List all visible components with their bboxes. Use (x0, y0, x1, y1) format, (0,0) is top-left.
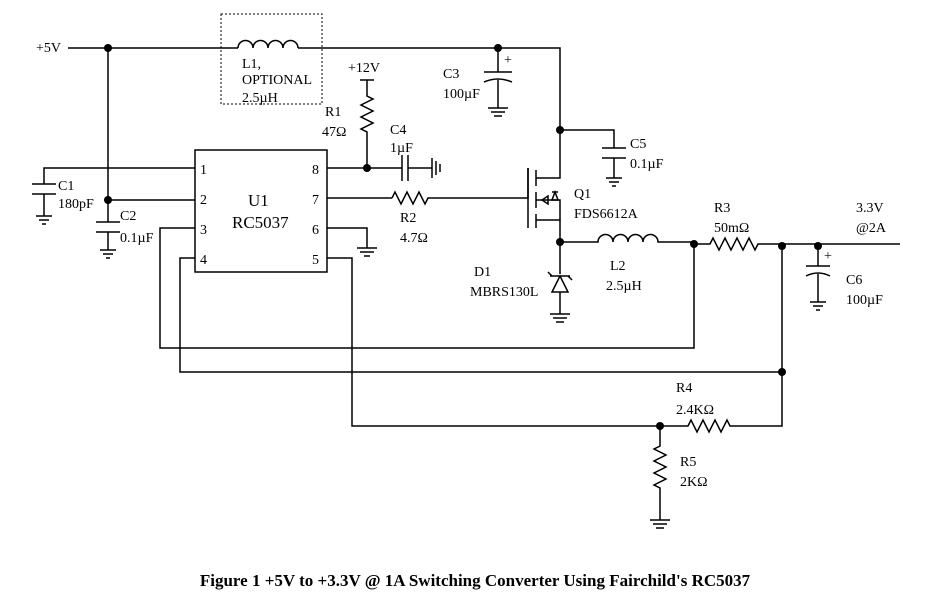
c2-name: C2 (120, 209, 136, 224)
capacitor-c5 (560, 129, 626, 187)
v12-label: +12V (348, 61, 380, 76)
resistor-r1 (359, 79, 375, 172)
iout-label: @2A (856, 221, 887, 236)
c1-value: 180pF (58, 197, 94, 212)
c6-plus: + (824, 249, 832, 264)
c6-value: 100µF (846, 293, 883, 308)
l1-note: OPTIONAL (242, 73, 312, 88)
r4-name: R4 (676, 381, 692, 396)
c1-name: C1 (58, 179, 74, 194)
c5-value: 0.1µF (630, 157, 664, 172)
u1-pin7: 7 (312, 193, 319, 208)
r3-name: R3 (714, 201, 730, 216)
r1-name: R1 (325, 105, 341, 120)
r5-value: 2KΩ (680, 475, 708, 490)
l1-value: 2.5µH (242, 91, 278, 106)
vin-rail (68, 44, 561, 200)
u1-pin4: 4 (200, 253, 207, 268)
r2-value: 4.7Ω (400, 231, 428, 246)
inductor-l1 (220, 13, 323, 105)
capacitor-c2 (96, 196, 120, 259)
inductor-l2 (560, 233, 698, 248)
r5-name: R5 (680, 455, 696, 470)
q1-part: FDS6612A (574, 207, 639, 222)
l2-name: L2 (610, 259, 626, 274)
vout-label: 3.3V (856, 201, 884, 216)
resistor-r2 (391, 190, 500, 206)
c2-value: 0.1µF (120, 231, 154, 246)
u1-pin6: 6 (312, 223, 319, 238)
u1-pin3: 3 (200, 223, 207, 238)
c3-name: C3 (443, 67, 459, 82)
capacitor-c6 (805, 246, 831, 311)
resistor-r5 (650, 426, 670, 529)
c4-name: C4 (390, 123, 406, 138)
l1-name: L1, (242, 57, 261, 72)
q1-name: Q1 (574, 187, 591, 202)
diode-d1 (547, 242, 573, 323)
u1-name: U1 (248, 191, 269, 210)
capacitor-c4 (367, 155, 441, 181)
d1-name: D1 (474, 265, 491, 280)
c3-plus: + (504, 53, 512, 68)
u1-part: RC5037 (232, 213, 289, 232)
capacitor-c3 (483, 48, 513, 117)
r3-value: 50mΩ (714, 221, 749, 236)
c4-value: 1µF (390, 141, 413, 156)
u1-pin2: 2 (200, 193, 207, 208)
c3-value: 100µF (443, 87, 480, 102)
u1-pin1: 1 (200, 163, 207, 178)
d1-part: MBRS130L (470, 285, 538, 300)
mosfet-q1 (500, 126, 564, 246)
resistor-r3 (694, 236, 900, 252)
u1-pin5: 5 (312, 253, 319, 268)
vin-label: +5V (36, 41, 61, 56)
u1-pin8: 8 (312, 163, 319, 178)
r4-value: 2.4KΩ (676, 403, 714, 418)
r1-value: 47Ω (322, 125, 346, 140)
l2-value: 2.5µH (606, 279, 642, 294)
figure-caption: Figure 1 +5V to +3.3V @ 1A Switching Con… (200, 571, 751, 590)
c5-name: C5 (630, 137, 646, 152)
ic-u1 (108, 149, 782, 427)
c6-name: C6 (846, 273, 862, 288)
r2-name: R2 (400, 211, 416, 226)
capacitor-c1 (32, 167, 195, 225)
